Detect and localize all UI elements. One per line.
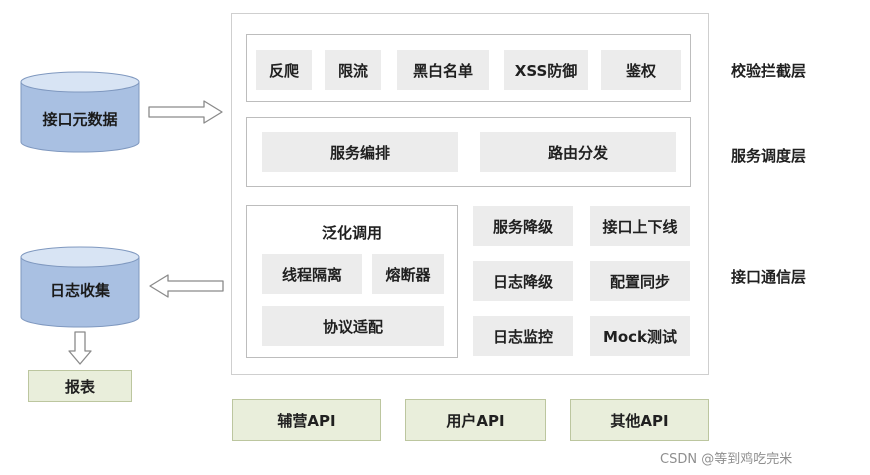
interface-online-offline-box: 接口上下线: [590, 206, 690, 246]
metadata-cylinder: 接口元数据: [20, 71, 140, 153]
arrow-right-icon: [148, 100, 223, 124]
config-sync-box: 配置同步: [590, 261, 690, 301]
log-collect-cylinder-label: 日志收集: [50, 282, 111, 300]
circuit-breaker-box: 熔断器: [372, 254, 444, 294]
auth-box: 鉴权: [601, 50, 681, 90]
watermark-text: CSDN @等到鸡吃完米: [660, 452, 793, 467]
dispatch-layer-label: 服务调度层: [731, 146, 807, 165]
metadata-cylinder-top: [20, 71, 140, 93]
arrow-down-icon: [68, 331, 92, 365]
log-monitor-box: 日志监控: [473, 316, 573, 356]
check-layer-label: 校验拦截层: [731, 61, 807, 80]
auxiliary-api-box: 辅营API: [232, 399, 381, 441]
anti-crawl-box: 反爬: [256, 50, 312, 90]
mock-test-box: Mock测试: [590, 316, 690, 356]
black-white-list-box: 黑白名单: [397, 50, 489, 90]
log-collect-cylinder-top: [20, 246, 140, 268]
arrow-left-icon: [149, 274, 224, 298]
other-api-box: 其他API: [570, 399, 709, 441]
thread-isolation-box: 线程隔离: [262, 254, 362, 294]
service-degrade-box: 服务降级: [473, 206, 573, 246]
generic-call-title: 泛化调用: [321, 224, 382, 242]
route-dispatch-box: 路由分发: [480, 132, 676, 172]
metadata-cylinder-body: [20, 81, 140, 153]
comm-layer-label: 接口通信层: [731, 267, 807, 286]
log-collect-cylinder-body: [20, 256, 140, 328]
metadata-cylinder-label: 接口元数据: [42, 111, 117, 129]
service-orchestration-box: 服务编排: [262, 132, 458, 172]
xss-defense-box: XSS防御: [504, 50, 588, 90]
user-api-box: 用户API: [405, 399, 546, 441]
protocol-adapter-box: 协议适配: [262, 306, 444, 346]
report-box: 报表: [28, 370, 132, 402]
rate-limit-box: 限流: [325, 50, 381, 90]
log-collect-cylinder: 日志收集: [20, 246, 140, 328]
log-degrade-box: 日志降级: [473, 261, 573, 301]
